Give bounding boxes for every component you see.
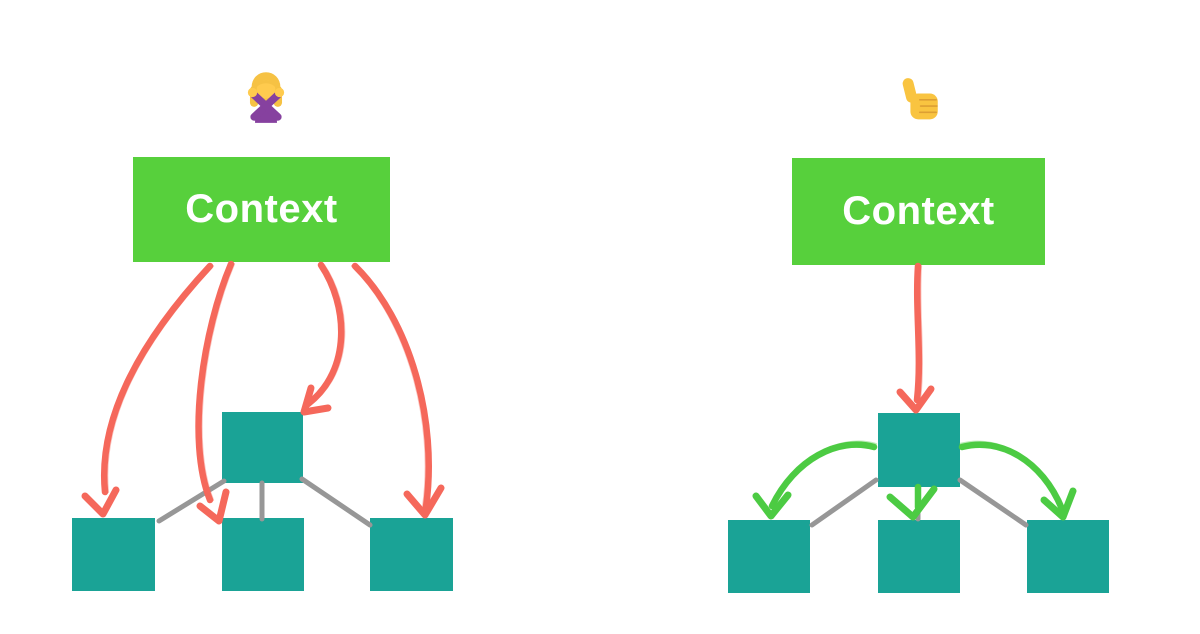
right-tree-child-node-3	[1027, 520, 1109, 593]
red-arrow-context-to-child3	[350, 262, 445, 519]
red-arrow-context-to-parent	[300, 261, 346, 416]
left-edge-parent-child1	[156, 478, 227, 524]
right-edge-parent-child3	[957, 477, 1029, 528]
left-tree-child-node-1	[72, 518, 155, 591]
woman-gesturing-no-emoji	[239, 67, 293, 123]
left-edge-parent-child3	[299, 476, 373, 528]
left-tree-child-node-3	[370, 518, 453, 591]
right-edge-parent-child1	[809, 477, 879, 528]
left-tree-parent-node	[222, 412, 303, 483]
context-label-right: Context	[842, 189, 995, 233]
green-arrow-parent-to-child2	[886, 483, 938, 521]
context-box-right: Context	[792, 158, 1045, 265]
context-box-left: Context	[133, 157, 390, 262]
thumbs-up-emoji	[894, 74, 944, 124]
woman-gesturing-no-icon	[247, 72, 285, 123]
left-tree-child-node-2	[222, 518, 304, 591]
red-arrow-context-to-child1	[81, 262, 215, 518]
right-tree-child-node-1	[728, 520, 810, 593]
context-label-left: Context	[185, 187, 338, 231]
red-arrow-context-to-provider	[896, 262, 935, 414]
green-arrow-parent-to-child3	[958, 440, 1077, 521]
thumbs-up-icon	[902, 78, 938, 120]
right-tree-parent-node	[878, 413, 960, 487]
green-arrow-parent-to-child1	[752, 440, 878, 520]
right-tree-child-node-2	[878, 520, 960, 593]
